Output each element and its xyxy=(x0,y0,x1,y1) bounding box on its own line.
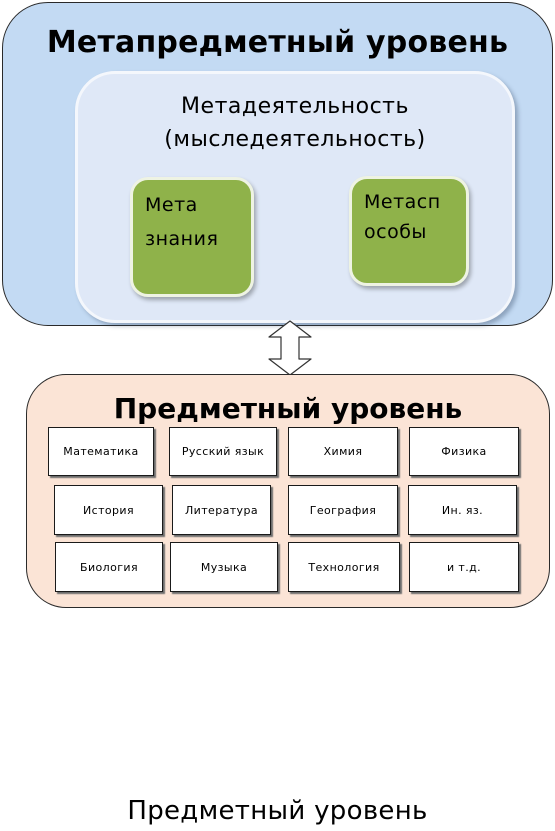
subject-cell: Ин. яз. xyxy=(408,485,517,535)
subject-cell: География xyxy=(288,485,398,535)
subject-cell: Литература xyxy=(172,485,271,535)
meta-knowledge-line1: Мета xyxy=(145,194,198,216)
subject-cell: Русский язык xyxy=(169,427,277,476)
footer-caption: Предметный уровень xyxy=(127,796,428,826)
subject-cell: История xyxy=(54,485,163,535)
meta-knowledge-box: Мета знания xyxy=(130,177,254,297)
meta-activity-title-line1: Метадеятельность xyxy=(181,94,409,119)
meta-knowledge-line2: знания xyxy=(145,228,219,250)
subject-cell: Технология xyxy=(288,542,400,592)
subject-level-panel: Предметный уровень Математика Русский язы… xyxy=(26,374,550,608)
subject-cell: Физика xyxy=(409,427,519,476)
subject-cell: Математика xyxy=(48,427,154,476)
meta-methods-line2: особы xyxy=(364,221,427,243)
meta-activity-panel: Метадеятельность (мыследеятельность) Мет… xyxy=(75,71,515,323)
bidirectional-arrow-icon xyxy=(268,320,312,376)
subject-cell: Музыка xyxy=(170,542,278,592)
subject-level-title: Предметный уровень xyxy=(113,392,463,425)
metasubject-level-title: Метапредметный уровень xyxy=(46,25,509,60)
meta-methods-box: Метасп особы xyxy=(349,176,469,286)
metasubject-level-panel: Метапредметный уровень Метадеятельность … xyxy=(2,2,553,326)
subject-cell: и т.д. xyxy=(409,542,519,592)
meta-methods-line1: Метасп xyxy=(364,191,441,213)
subject-cell: Биология xyxy=(55,542,163,592)
meta-activity-title: Метадеятельность (мыследеятельность) xyxy=(78,90,512,156)
meta-activity-title-line2: (мыследеятельность) xyxy=(164,127,426,152)
subject-cell: Химия xyxy=(288,427,398,476)
